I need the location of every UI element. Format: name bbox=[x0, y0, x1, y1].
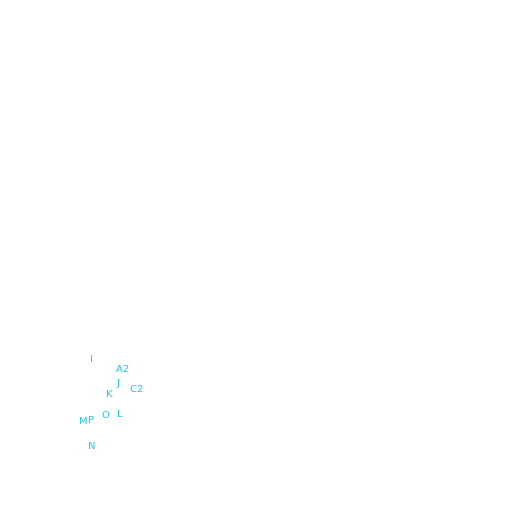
point-label-j: J bbox=[117, 378, 120, 389]
point-label-a2: A2 bbox=[116, 364, 130, 375]
point-label-c2: C2 bbox=[130, 384, 144, 395]
point-label-i: I bbox=[90, 354, 93, 365]
point-label-l: L bbox=[117, 409, 123, 420]
point-label-k: K bbox=[106, 389, 113, 400]
point-label-n: N bbox=[88, 441, 96, 452]
point-label-p: P bbox=[88, 415, 95, 426]
point-label-m: M bbox=[79, 416, 88, 427]
point-label-o: O bbox=[102, 410, 110, 421]
